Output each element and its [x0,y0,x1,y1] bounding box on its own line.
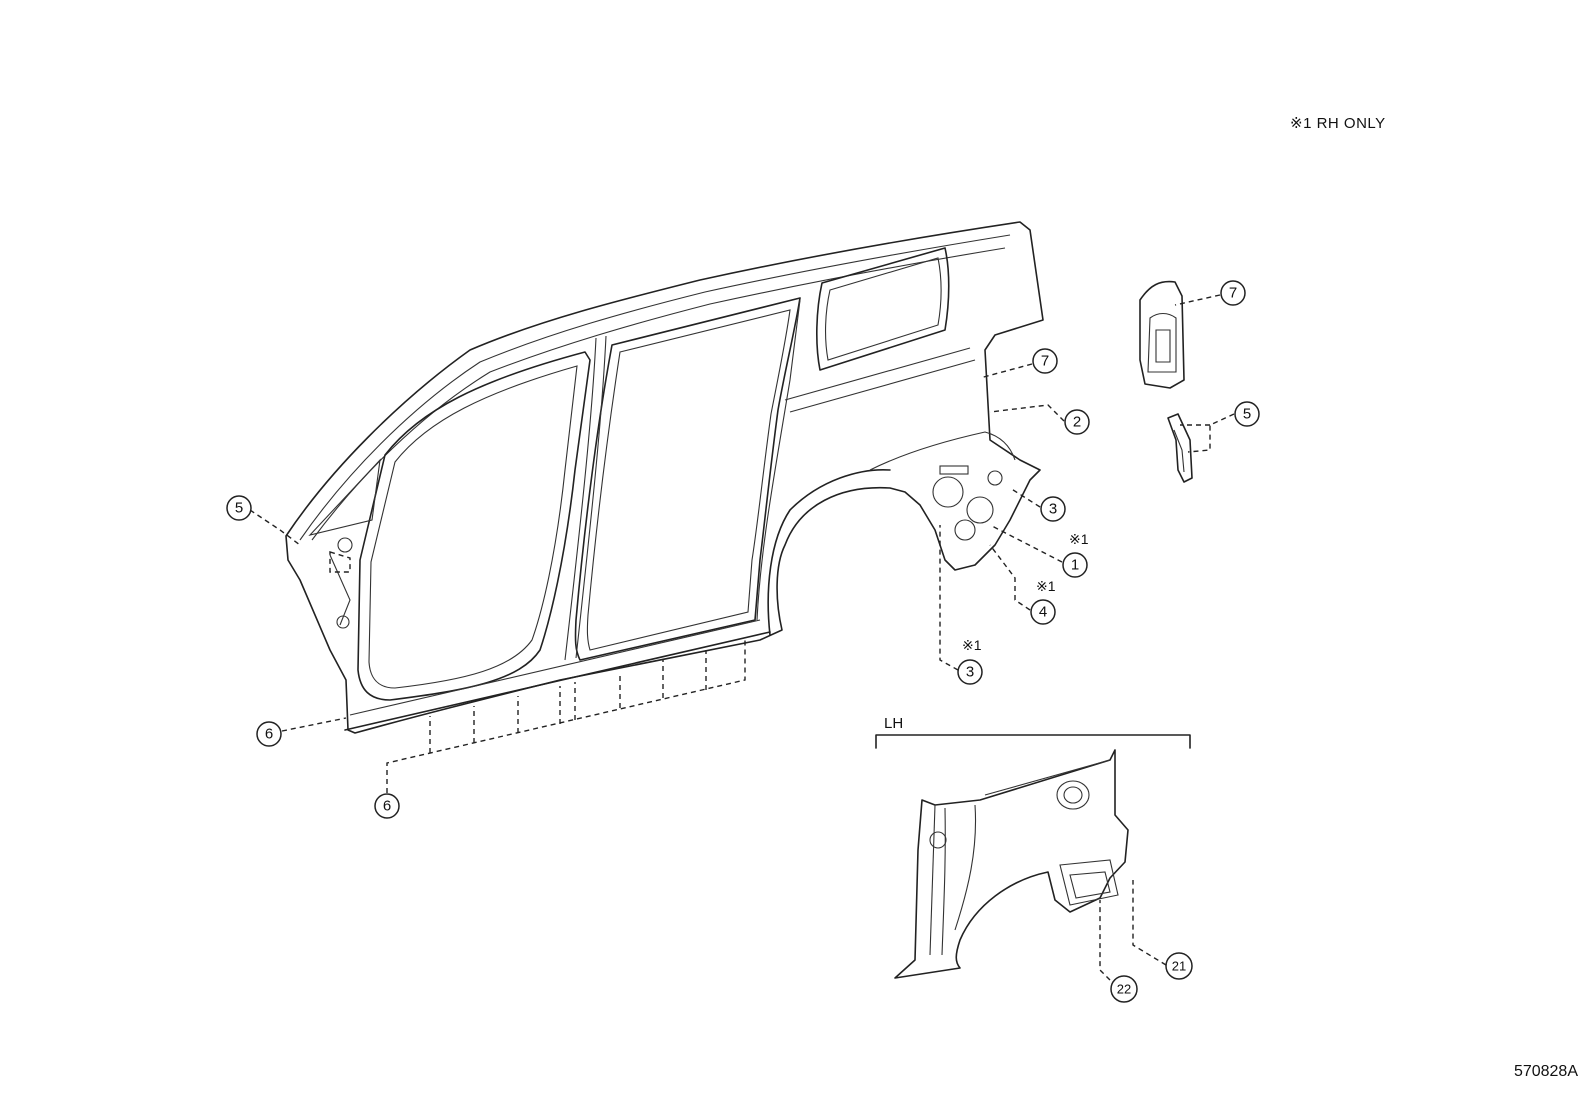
lh-group-bracket: LH [875,715,1191,749]
callout-2: 2 [1064,409,1090,435]
asterisk-label-4: ※1 [1036,578,1056,594]
callout-5-right: 5 [1234,401,1260,427]
svg-text:3: 3 [1049,501,1057,518]
figure-id: 570828A [1513,1063,1578,1080]
leader-lines [249,294,1235,981]
callout-22: 22 [1110,975,1138,1003]
side-body-panel [285,221,1044,734]
lh-label: LH [884,715,903,732]
rh-only-note: ※1 RH ONLY [1290,115,1386,132]
callout-6-bottom: 6 [374,793,400,819]
svg-text:6: 6 [265,726,273,743]
svg-text:4: 4 [1039,604,1047,621]
callout-21: 21 [1165,952,1193,980]
asterisk-label-1: ※1 [1069,531,1089,547]
callout-4: 4 [1030,599,1056,625]
callout-3-lower: 3 [957,659,983,685]
callout-5-left: 5 [226,495,252,521]
svg-text:21: 21 [1172,959,1186,974]
callout-1: 1 [1062,552,1088,578]
asterisk-label-3: ※1 [962,637,982,653]
callout-7-main: 7 [1032,348,1058,374]
svg-text:2: 2 [1073,414,1081,431]
callout-3-upper: 3 [1040,496,1066,522]
callout-7-right: 7 [1220,280,1246,306]
svg-text:7: 7 [1229,285,1237,302]
callout-6-left: 6 [256,721,282,747]
lh-quarter-panel [894,749,1129,979]
svg-text:3: 3 [966,664,974,681]
svg-text:6: 6 [383,798,391,815]
svg-text:1: 1 [1071,557,1079,574]
svg-text:7: 7 [1041,353,1049,370]
pillar-brace-part [1167,413,1193,483]
quarter-inner-pillar-part [1139,280,1185,389]
svg-text:5: 5 [1243,406,1251,423]
svg-text:22: 22 [1117,982,1131,997]
svg-text:5: 5 [235,500,243,517]
